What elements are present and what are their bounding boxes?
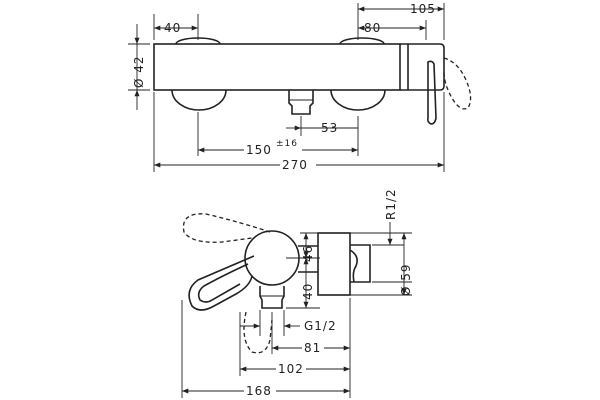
connector-r12	[350, 244, 371, 283]
lever	[427, 60, 437, 125]
top-view: 40 105 80 Ø 42 53 150 ±16	[128, 2, 472, 172]
dim-150: 150	[246, 143, 272, 157]
outlet-connector	[288, 90, 314, 115]
dim-105: 105	[410, 2, 436, 16]
dim-dia-59: Ø 59	[399, 263, 413, 296]
dim-102: 102	[278, 362, 304, 376]
dim-46: 46	[301, 245, 315, 262]
connection-left	[171, 89, 227, 111]
dim-81: 81	[304, 341, 321, 355]
dim-r12: R1/2	[384, 188, 398, 220]
dim-53: 53	[321, 121, 338, 135]
side-lever	[188, 255, 255, 311]
side-view: R1/2 Ø 59 46 40 G1/2 81 102	[181, 188, 413, 398]
connection-right	[330, 89, 386, 111]
wall-plate	[317, 232, 351, 296]
side-outlet	[259, 286, 285, 309]
dim-80: 80	[364, 21, 381, 35]
dim-40-side: 40	[301, 283, 315, 300]
lever-rotated	[443, 57, 472, 110]
dim-168: 168	[246, 384, 272, 398]
outlet-rotated	[243, 311, 273, 354]
dim-dia-42: Ø 42	[132, 55, 146, 88]
dim-g12: G1/2	[304, 319, 337, 333]
handle-bump-right	[339, 37, 385, 45]
dim-270: 270	[282, 158, 308, 172]
mixer-body	[153, 43, 401, 91]
side-lever-rotated	[182, 213, 271, 243]
dim-150-tolerance: ±16	[276, 139, 298, 149]
dim-40-left: 40	[164, 21, 181, 35]
handle-cap	[400, 43, 445, 91]
